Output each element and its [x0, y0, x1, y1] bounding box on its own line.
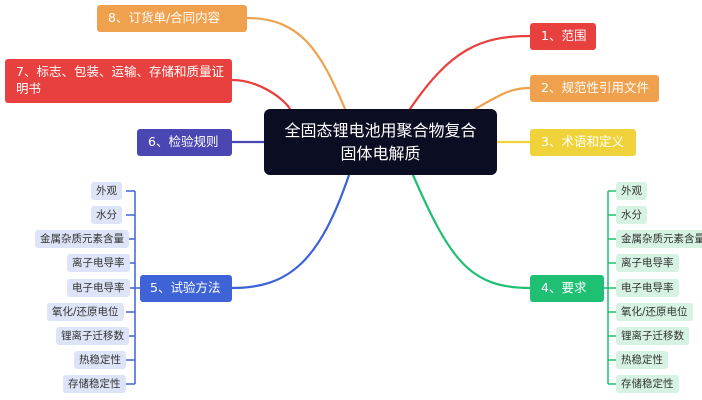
branch-2-normative-references[interactable]: 2、规范性引用文件: [530, 75, 659, 102]
test-method-moisture[interactable]: 水分: [91, 206, 122, 224]
test-method-lithium-transference[interactable]: 锂离子迁移数: [56, 327, 129, 345]
requirement-appearance[interactable]: 外观: [616, 182, 647, 200]
branch-5-test-methods[interactable]: 5、试验方法: [140, 275, 232, 302]
branch-8-order-contract[interactable]: 8、订货单/合同内容: [97, 5, 247, 32]
test-method-thermal-stability[interactable]: 热稳定性: [74, 351, 126, 369]
branch-7-marking-packaging[interactable]: 7、标志、包装、运输、存储和质量证明书: [5, 59, 232, 103]
test-method-appearance[interactable]: 外观: [91, 182, 122, 200]
test-method-ionic-conductivity[interactable]: 离子电导率: [67, 254, 130, 272]
requirement-metal-impurities[interactable]: 金属杂质元素含量: [616, 230, 702, 248]
test-method-redox-potential[interactable]: 氧化/还原电位: [47, 303, 124, 321]
requirement-moisture[interactable]: 水分: [616, 206, 647, 224]
connector-2: [473, 86, 532, 111]
requirement-storage-stability[interactable]: 存储稳定性: [616, 375, 679, 393]
branch-1-scope[interactable]: 1、范围: [530, 23, 596, 50]
branch-6-inspection-rules[interactable]: 6、检验规则: [137, 129, 232, 156]
connector-8: [245, 16, 347, 111]
connector-7: [230, 78, 292, 111]
requirement-thermal-stability[interactable]: 热稳定性: [616, 351, 668, 369]
test-method-storage-stability[interactable]: 存储稳定性: [63, 375, 126, 393]
branch-4-requirements[interactable]: 4、要求: [530, 275, 604, 302]
requirement-ionic-conductivity[interactable]: 离子电导率: [616, 254, 679, 272]
branch-3-terms-definitions[interactable]: 3、术语和定义: [530, 129, 636, 156]
test-method-metal-impurities[interactable]: 金属杂质元素含量: [35, 230, 129, 248]
central-topic[interactable]: 全固态锂电池用聚合物复合固体电解质: [264, 109, 497, 175]
connector-1: [408, 34, 532, 111]
requirement-lithium-transference[interactable]: 锂离子迁移数: [616, 327, 689, 345]
requirement-redox-potential[interactable]: 氧化/还原电位: [616, 303, 693, 321]
requirement-electronic-conductivity[interactable]: 电子电导率: [616, 279, 679, 297]
test-method-electronic-conductivity[interactable]: 电子电导率: [67, 279, 130, 297]
connector-5: [230, 173, 351, 290]
connector-4: [411, 173, 532, 290]
